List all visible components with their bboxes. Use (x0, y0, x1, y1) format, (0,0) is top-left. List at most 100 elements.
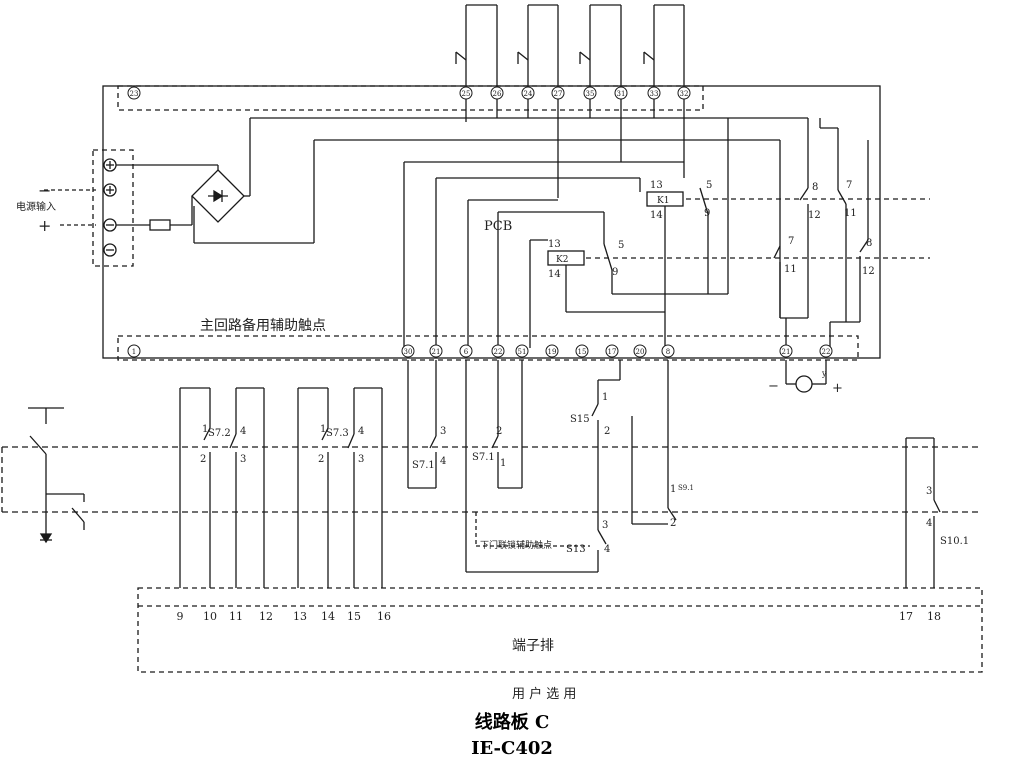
terminal-18: 18 (927, 610, 941, 623)
bottom-pin-0 (401, 344, 415, 358)
top-pin-label-7: 32 (680, 90, 689, 98)
pin-left-top-label: 23 (130, 90, 139, 98)
side-contact-1-top: 8 (812, 182, 818, 193)
s7-1b-p2: 1 (500, 458, 506, 469)
terminal-17: 17 (899, 610, 913, 623)
bottom-pin-label-4: 51 (518, 348, 527, 356)
pin-left-bottom-label: 1 (132, 348, 136, 356)
s7-1a-p1: 3 (440, 426, 446, 437)
k1-name: K1 (657, 196, 669, 206)
bottom-pin-11 (819, 344, 833, 358)
terminal-14: 14 (321, 610, 335, 623)
top-pin-7 (677, 86, 691, 100)
s15-p1: 1 (602, 392, 608, 403)
top-pin-row: 25 26 24 27 35 31 33 32 (459, 86, 691, 100)
k1-contact-5: 5 (706, 180, 712, 191)
side-contact-1-bottom: 12 (808, 210, 821, 221)
s13-p1: 3 (602, 520, 608, 531)
s7-3-name: S7.3 (326, 428, 349, 439)
terminal-13: 13 (293, 610, 307, 623)
bottom-pin-label-0: 30 (404, 348, 413, 356)
top-pin-label-4: 35 (586, 90, 595, 98)
bottom-pin-label-8: 20 (636, 348, 645, 356)
top-pin-1 (490, 86, 504, 100)
top-pin-0 (459, 86, 473, 100)
side-contact-2-bottom: 11 (844, 208, 857, 219)
side-contact-4-bottom: 12 (862, 266, 875, 277)
terminal-16: 16 (377, 610, 391, 623)
s7-3-p4: 3 (358, 454, 364, 465)
terminal-11: 11 (229, 610, 243, 623)
top-pin-label-0: 25 (462, 90, 471, 98)
bottom-pin-label-2: 6 (464, 348, 469, 356)
s10-1-p1: 3 (926, 486, 932, 497)
pin-left-bottom (127, 344, 141, 358)
bottom-pin-label-11: 22 (822, 348, 831, 356)
meter-minus: − (768, 379, 779, 394)
bottom-pin-1 (429, 344, 443, 358)
aux-contacts-label: 主回路备用辅助触点 (200, 317, 326, 334)
s7-2-p4: 3 (240, 454, 246, 465)
k1-contact-9: 9 (704, 208, 710, 219)
s10-1-name: S10.1 (940, 536, 969, 547)
diagram-title: 线路板 C (475, 711, 550, 733)
power-input-label: 电源输入 (16, 200, 56, 213)
s10-1-p2: 4 (926, 518, 932, 529)
bottom-pin-4 (515, 344, 529, 358)
power-plus: + (38, 216, 51, 235)
bottom-pin-2 (459, 344, 473, 358)
bottom-pin-8 (633, 344, 647, 358)
s15-p2: 2 (604, 426, 610, 437)
bottom-pin-5 (545, 344, 559, 358)
top-pin-4 (583, 86, 597, 100)
user-optional-label: 用 户 选 用 (512, 686, 576, 702)
bottom-pin-9 (661, 344, 675, 358)
side-contact-3-bottom: 11 (784, 264, 797, 275)
bottom-pin-label-7: 17 (608, 348, 617, 356)
bottom-pin-7 (605, 344, 619, 358)
terminal-strip-label: 端子排 (512, 638, 554, 654)
top-pin-label-2: 24 (524, 90, 533, 98)
s7-1a-p2: 4 (440, 456, 446, 467)
s7-3-p3: 4 (358, 426, 364, 437)
s7-1b-p1: 2 (496, 426, 502, 437)
meter-sub: y (821, 369, 827, 378)
top-pin-2 (521, 86, 535, 100)
top-switch-symbols (455, 51, 655, 64)
k2-contact-9: 9 (612, 267, 618, 278)
power-input-block (92, 149, 134, 267)
k2-pin-13: 13 (548, 239, 561, 250)
side-contact-4-top: 8 (866, 238, 872, 249)
bottom-pin-10 (779, 344, 793, 358)
bottom-pin-label-10: 21 (782, 348, 791, 356)
k1-pin-13: 13 (650, 180, 663, 191)
meter-plus: + (832, 381, 843, 396)
bottom-pin-label-6: 15 (578, 348, 587, 356)
terminal-9: 9 (177, 610, 184, 623)
s7-2-p1: 1 (202, 424, 208, 435)
s7-2-name: S7.2 (208, 428, 231, 439)
top-pin-label-6: 33 (650, 90, 659, 98)
side-contact-2-top: 7 (846, 180, 852, 191)
terminal-row (137, 587, 983, 673)
bottom-pin-label-3: 22 (494, 348, 503, 356)
pcb-label: PCB (484, 219, 512, 234)
s9-1-p1: 1 (670, 484, 676, 495)
top-pin-label-1: 26 (493, 90, 502, 98)
power-minus: − (38, 181, 51, 200)
top-pin-label-5: 31 (617, 90, 626, 98)
s9-1-name: S9.1 (678, 484, 694, 492)
top-pin-6 (647, 86, 661, 100)
s7-2-p2: 2 (200, 454, 206, 465)
top-pin-label-3: 27 (554, 90, 563, 98)
pin-left-top (127, 86, 141, 100)
top-terminal-strip (117, 85, 704, 111)
bottom-terminal-strip (117, 335, 859, 361)
top-pin-3 (551, 86, 565, 100)
s9-1-p2: 2 (670, 518, 676, 529)
terminal-10: 10 (203, 610, 217, 623)
door-interlock-label: 下门联锁辅助触点 (480, 539, 552, 551)
s13-name: S13 (566, 544, 586, 555)
